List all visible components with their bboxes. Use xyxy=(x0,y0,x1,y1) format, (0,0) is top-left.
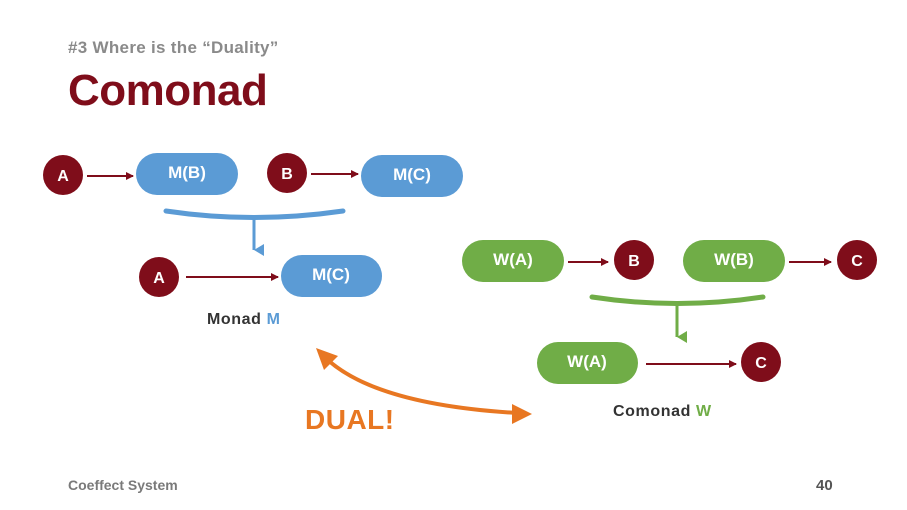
monad-result-node-mc-label: M(C) xyxy=(312,265,350,284)
comonad-result-node-wa xyxy=(537,342,638,384)
monad-node-mc-label: M(C) xyxy=(393,165,431,184)
comonad-object-c xyxy=(837,240,877,280)
monad-object-a xyxy=(43,155,83,195)
comonad-caption: Comonad W xyxy=(613,403,712,421)
monad-diagram: A M(B) B M(C) A M(C) xyxy=(43,153,463,297)
monad-node-mc xyxy=(361,155,463,197)
monad-node-mb xyxy=(136,153,238,195)
footer-title: Coeffect System xyxy=(68,477,178,493)
page-number: 40 xyxy=(816,477,833,494)
dual-arrow-head-start xyxy=(316,348,338,370)
monad-caption-symbol: M xyxy=(266,311,281,328)
dual-arrow-head-end xyxy=(512,404,532,424)
comonad-diagram: W(A) B W(B) C W(A) C xyxy=(462,240,877,384)
comonad-caption-prefix: Comonad xyxy=(613,403,691,420)
monad-result-node-mc xyxy=(281,255,382,297)
monad-object-a-label: A xyxy=(57,168,69,185)
slide-subtitle: #3 Where is the “Duality” xyxy=(68,38,279,57)
comonad-object-b-label: B xyxy=(628,253,640,270)
monad-caption-prefix: Monad xyxy=(207,311,262,328)
comonad-node-wa xyxy=(462,240,564,282)
monad-result-object-a xyxy=(139,257,179,297)
monad-object-b-label: B xyxy=(281,166,293,183)
comonad-node-wb xyxy=(683,240,785,282)
comonad-result-object-c-label: C xyxy=(755,355,767,372)
monad-caption: Monad M xyxy=(207,311,281,329)
slide-title: Comonad xyxy=(68,66,268,115)
comonad-result-object-c xyxy=(741,342,781,382)
comonad-node-wb-label: W(B) xyxy=(714,250,754,269)
monad-node-mb-label: M(B) xyxy=(168,163,206,182)
monad-result-object-a-label: A xyxy=(153,270,165,287)
comonad-result-node-wa-label: W(A) xyxy=(567,352,607,371)
comonad-caption-symbol: W xyxy=(696,403,712,420)
comonad-bracket xyxy=(589,294,766,306)
comonad-node-wa-label: W(A) xyxy=(493,250,533,269)
comonad-object-b xyxy=(614,240,654,280)
monad-object-b xyxy=(267,153,307,193)
dual-label: DUAL! xyxy=(305,404,395,435)
comonad-object-c-label: C xyxy=(851,253,863,270)
dual-arrow xyxy=(316,348,532,424)
monad-bracket xyxy=(163,208,346,220)
